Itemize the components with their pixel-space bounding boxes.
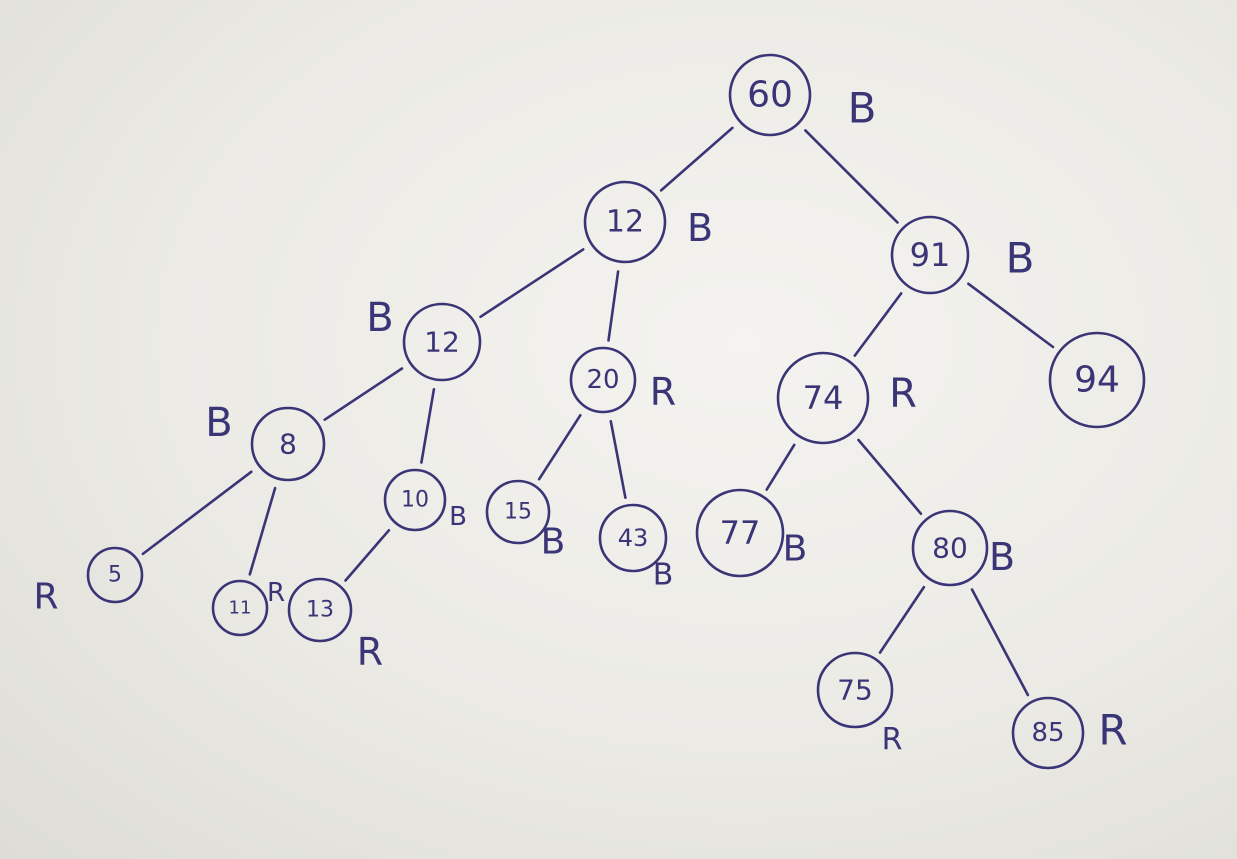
edge-12-10 (420, 387, 436, 464)
node-circle (1048, 331, 1146, 429)
node-value: 13 (306, 598, 334, 623)
node-value: 12 (606, 205, 644, 240)
edge-91-94 (967, 282, 1055, 349)
tree-node-20: 20 R (569, 346, 676, 414)
edge-60-91 (804, 129, 899, 224)
node-value: 85 (1031, 718, 1064, 748)
node-circle (485, 479, 551, 545)
edge-12-20 (607, 270, 620, 342)
node-color-label: B (366, 295, 393, 341)
tree-node-85: 85 R (1011, 696, 1128, 770)
node-circle (1011, 696, 1085, 770)
node-value: 75 (837, 674, 873, 707)
tree-node-15: 15B (485, 479, 566, 563)
edge-20-43 (609, 419, 627, 500)
edge-91-74 (853, 292, 903, 357)
tree-node-8: 8B (205, 400, 326, 482)
node-value: 60 (747, 75, 793, 116)
edge-80-75 (878, 585, 926, 654)
tree-node-60: 60 B (728, 53, 877, 137)
edge-8-5 (141, 470, 253, 556)
tree-node-10: 10B (383, 468, 467, 532)
node-circle (287, 577, 353, 643)
node-value: 43 (618, 524, 649, 552)
edge-10-13 (344, 528, 391, 582)
node-circle (598, 503, 668, 573)
edge-12-12 (479, 248, 585, 319)
node-value: 74 (803, 379, 844, 417)
node-color-label: B (1006, 234, 1035, 283)
node-value: 5 (108, 563, 122, 588)
node-value: 12 (424, 326, 460, 359)
node-color-label: R (650, 370, 676, 414)
edge-8-11 (248, 486, 277, 576)
tree-node-94: 94 (1048, 331, 1146, 429)
tree-node-77: 77 B (695, 488, 808, 578)
node-color-label: B (783, 529, 808, 570)
node-value: 11 (229, 598, 252, 619)
node-circle (211, 579, 269, 637)
tree-node-12: 12 B (366, 295, 482, 382)
node-color-label: B (653, 558, 674, 593)
node-color-label: B (541, 522, 566, 563)
node-color-label: R (267, 578, 285, 608)
edge-20-15 (537, 413, 582, 481)
node-circle (583, 180, 667, 264)
node-color-label: R (33, 577, 58, 618)
node-value: 8 (279, 428, 297, 461)
node-color-label: R (882, 723, 903, 758)
node-color-label: B (687, 206, 713, 250)
node-circle (776, 351, 870, 445)
tree-node-13: 13R (287, 577, 383, 674)
node-color-label: R (889, 371, 917, 417)
edge-12-8 (323, 367, 404, 422)
tree-node-91: 91 B (890, 215, 1035, 295)
node-circle (728, 53, 812, 137)
node-color-label: B (848, 84, 877, 133)
tree-node-5: 5R (33, 546, 144, 618)
node-value: 15 (504, 500, 532, 525)
node-circle (86, 546, 144, 604)
node-circle (569, 346, 637, 414)
edge-80-85 (970, 588, 1030, 697)
tree-node-74: 74 R (776, 351, 917, 445)
node-value: 20 (586, 365, 619, 395)
node-color-label: R (1098, 706, 1127, 755)
node-color-label: R (357, 630, 383, 674)
node-value: 10 (401, 488, 429, 513)
node-circle (402, 302, 482, 382)
node-circle (383, 468, 447, 532)
tree-node-43: 43B (598, 503, 674, 593)
node-value: 77 (720, 514, 761, 552)
node-circle (250, 406, 326, 482)
node-circle (890, 215, 970, 295)
tree-node-80: 80 B (911, 509, 1015, 587)
edge-74-77 (765, 443, 796, 491)
edge-60-12 (659, 126, 734, 192)
node-circle (911, 509, 989, 587)
node-color-label: B (449, 502, 467, 532)
edge-74-80 (857, 438, 923, 516)
tree-node-12: 12 B (583, 180, 713, 264)
tree-node-75: 75R (816, 651, 903, 758)
node-value: 94 (1074, 360, 1120, 401)
node-circle (816, 651, 894, 729)
node-value: 80 (932, 532, 968, 565)
tree-edges (141, 126, 1055, 697)
node-color-label: B (205, 400, 232, 446)
node-value: 91 (910, 236, 951, 274)
node-color-label: B (989, 535, 1015, 579)
tree-node-11: 11 R (211, 578, 285, 637)
node-circle (695, 488, 785, 578)
